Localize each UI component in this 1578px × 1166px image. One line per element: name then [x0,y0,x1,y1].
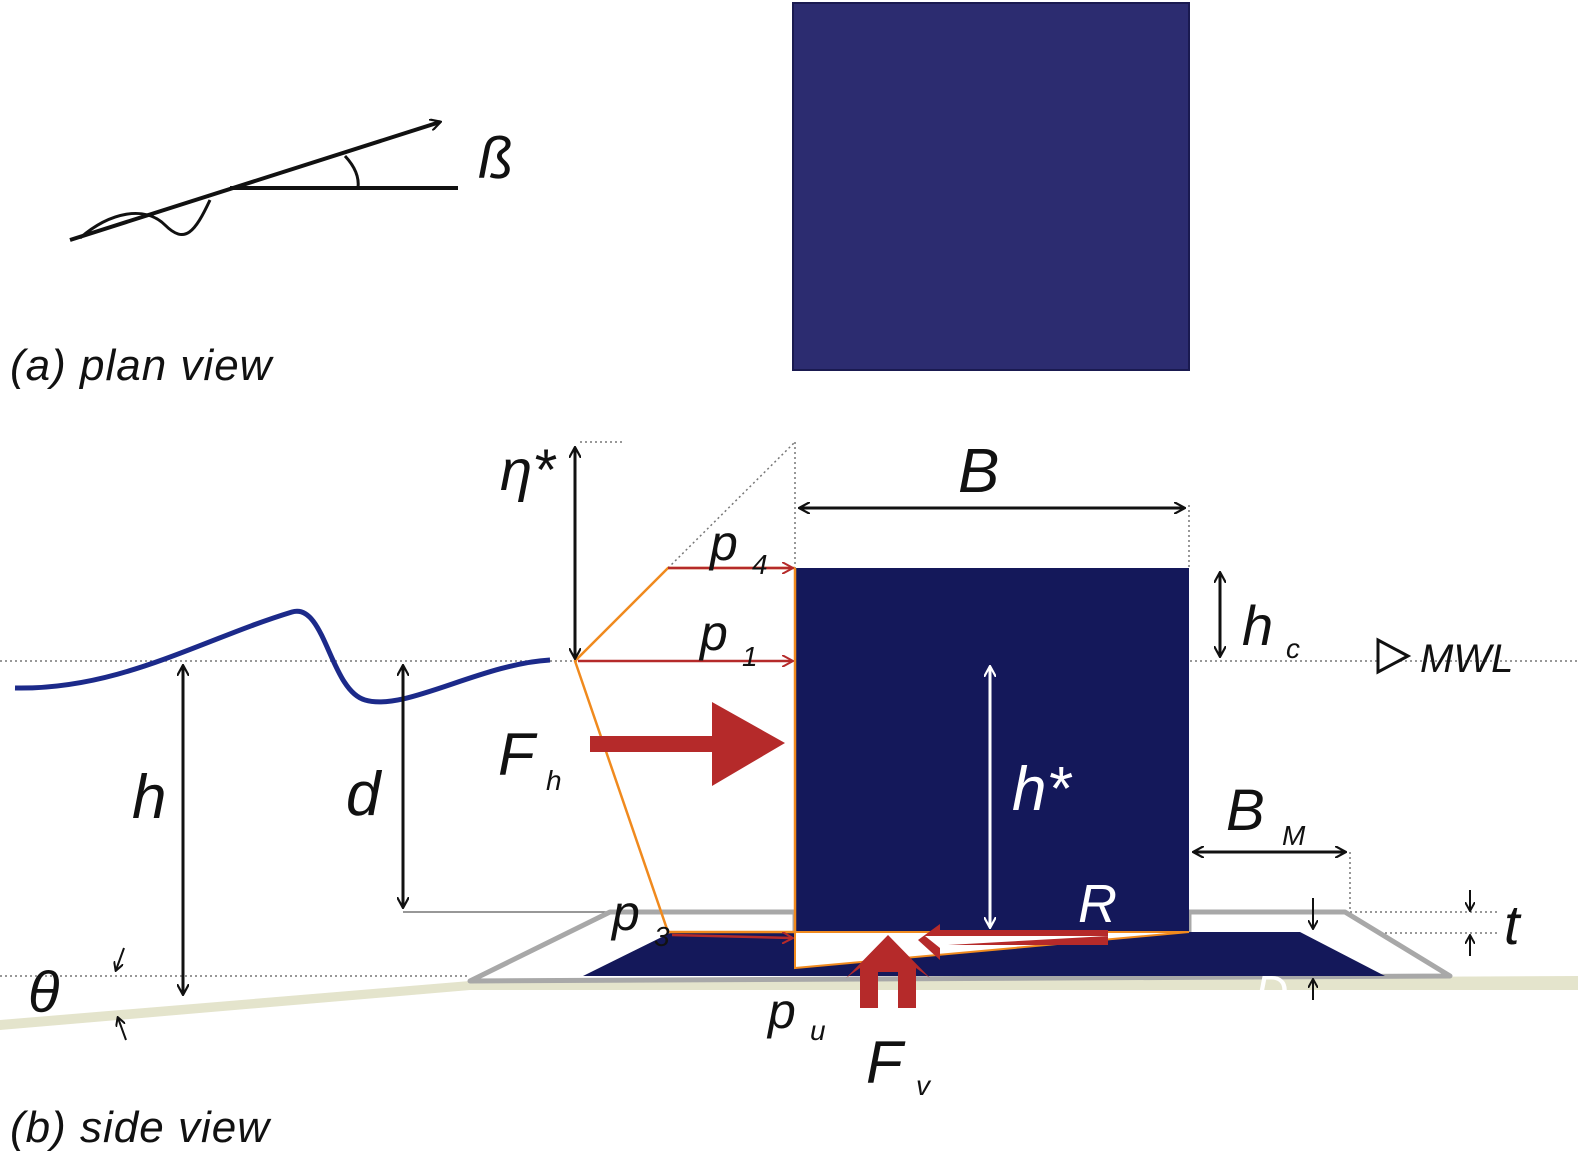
seabed-surface [0,976,1578,1030]
R-arrow [918,924,1108,960]
beta-label: ß [478,126,513,191]
p3-sub: 3 [654,921,670,952]
theta-label: θ [28,960,59,1025]
p4-sub: 4 [752,549,768,580]
pu-label: p [766,983,796,1039]
side-view-caption: (b) side view [10,1103,272,1152]
side-caisson [795,568,1189,932]
wave-profile [14,608,551,705]
hc-label: h [1242,594,1273,657]
theta-top-tick [116,947,125,970]
BM-sub: M [1282,820,1306,851]
Fh-arrow [590,702,785,786]
h-label: h [132,763,166,832]
t-label: t [1504,893,1522,956]
h-star-label: h* [1012,755,1072,824]
p3-arrow [671,935,792,938]
side-view: η* B p 4 p 1 h c MWL F h h d h* B M R p … [0,437,1578,1166]
Fh-sub: h [546,765,562,796]
mwl-label: MWL [1420,637,1513,681]
wave-direction-arrow [69,122,440,242]
Fv-label: F [866,1029,906,1096]
d-label: d [346,760,383,829]
D-label: D [1255,966,1288,1018]
plan-view: ß (a) plan view [10,2,1190,390]
p3-label: p [610,885,640,941]
plan-wave-icon [79,199,212,240]
theta-bottom-tick [118,1018,127,1041]
p4-label: p [708,515,738,571]
plan-view-caption: (a) plan view [10,341,275,390]
mwl-marker-icon [1376,637,1412,675]
Fv-sub: v [916,1070,932,1101]
B-label: B [958,437,999,506]
seabed [0,976,1578,1166]
plan-caisson [792,2,1190,371]
pu-sub: u [810,1015,826,1046]
eta-star-label: η* [500,438,557,503]
hc-sub: c [1286,633,1300,664]
p1-label: p [698,605,728,661]
p1-sub: 1 [742,641,758,672]
R-label: R [1078,874,1117,934]
BM-label: B [1226,778,1265,843]
angle-arc [343,154,360,189]
Fv-arrow [846,935,930,1008]
Fh-label: F [498,721,538,788]
